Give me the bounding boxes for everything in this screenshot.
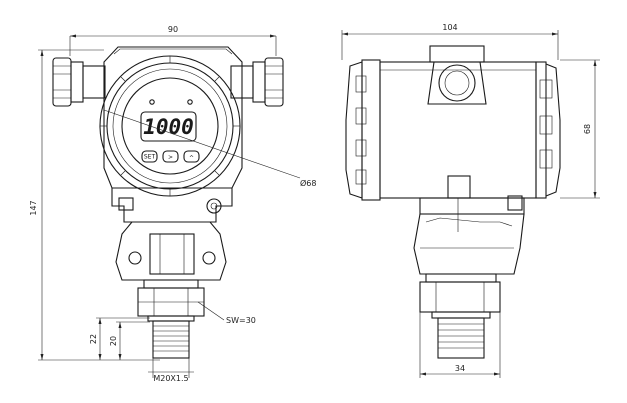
side-height-label: 68 — [583, 124, 592, 134]
side-left-cover — [345, 59, 381, 201]
front-height-dimension: 147 — [29, 49, 160, 361]
left-cable-gland — [52, 57, 106, 107]
ground-screw-icon — [206, 198, 222, 214]
side-right-cover — [535, 61, 561, 199]
side-housing — [379, 61, 537, 199]
indicator-led-left — [149, 99, 155, 105]
display-cover — [99, 55, 241, 197]
front-bottom-dimensions: 22 20 — [89, 317, 150, 360]
side-width-label: 104 — [442, 23, 457, 32]
process-connection: SW=30 M20X1.5 — [137, 279, 256, 383]
up-key — [183, 150, 200, 163]
set-key-label: SET — [144, 154, 156, 161]
side-top-gland — [427, 45, 487, 105]
shift-key-label: > — [168, 154, 173, 161]
wrench-size-label: SW=30 — [226, 316, 256, 325]
side-height-dimension: 68 — [560, 59, 600, 199]
lcd-reading: 1000 — [143, 115, 194, 139]
right-cable-gland — [230, 57, 284, 107]
sensor-body — [115, 221, 227, 281]
display-panel: 1000 SET > ^ — [140, 99, 200, 163]
side-width-dimension: 104 — [341, 23, 559, 60]
side-view: 104 68 — [341, 23, 600, 378]
front-view: 90 147 22 20 — [29, 25, 316, 383]
front-width-dimension: 90 — [69, 25, 277, 56]
diameter-label: Ø68 — [300, 178, 316, 188]
front-width-label: 90 — [168, 25, 178, 34]
shift-key — [162, 150, 179, 163]
side-base-dimension: 34 — [419, 312, 501, 378]
diameter-leader: Ø68 — [103, 109, 316, 188]
front-height-label: 147 — [29, 200, 38, 215]
thread-label: M20X1.5 — [153, 374, 188, 383]
dim-22-label: 22 — [89, 334, 98, 344]
up-key-label: ^ — [189, 155, 194, 162]
sensor-screw-left-icon — [128, 251, 142, 265]
lcd-screen — [140, 111, 197, 142]
side-neck — [413, 175, 525, 275]
dim-20-label: 20 — [109, 336, 118, 346]
housing-neck — [111, 188, 233, 223]
housing-body — [103, 46, 243, 189]
sensor-screw-right-icon — [202, 251, 216, 265]
set-key — [141, 150, 158, 163]
side-process-connection — [419, 273, 501, 359]
indicator-led-right — [187, 99, 193, 105]
side-base-label: 34 — [455, 364, 465, 373]
